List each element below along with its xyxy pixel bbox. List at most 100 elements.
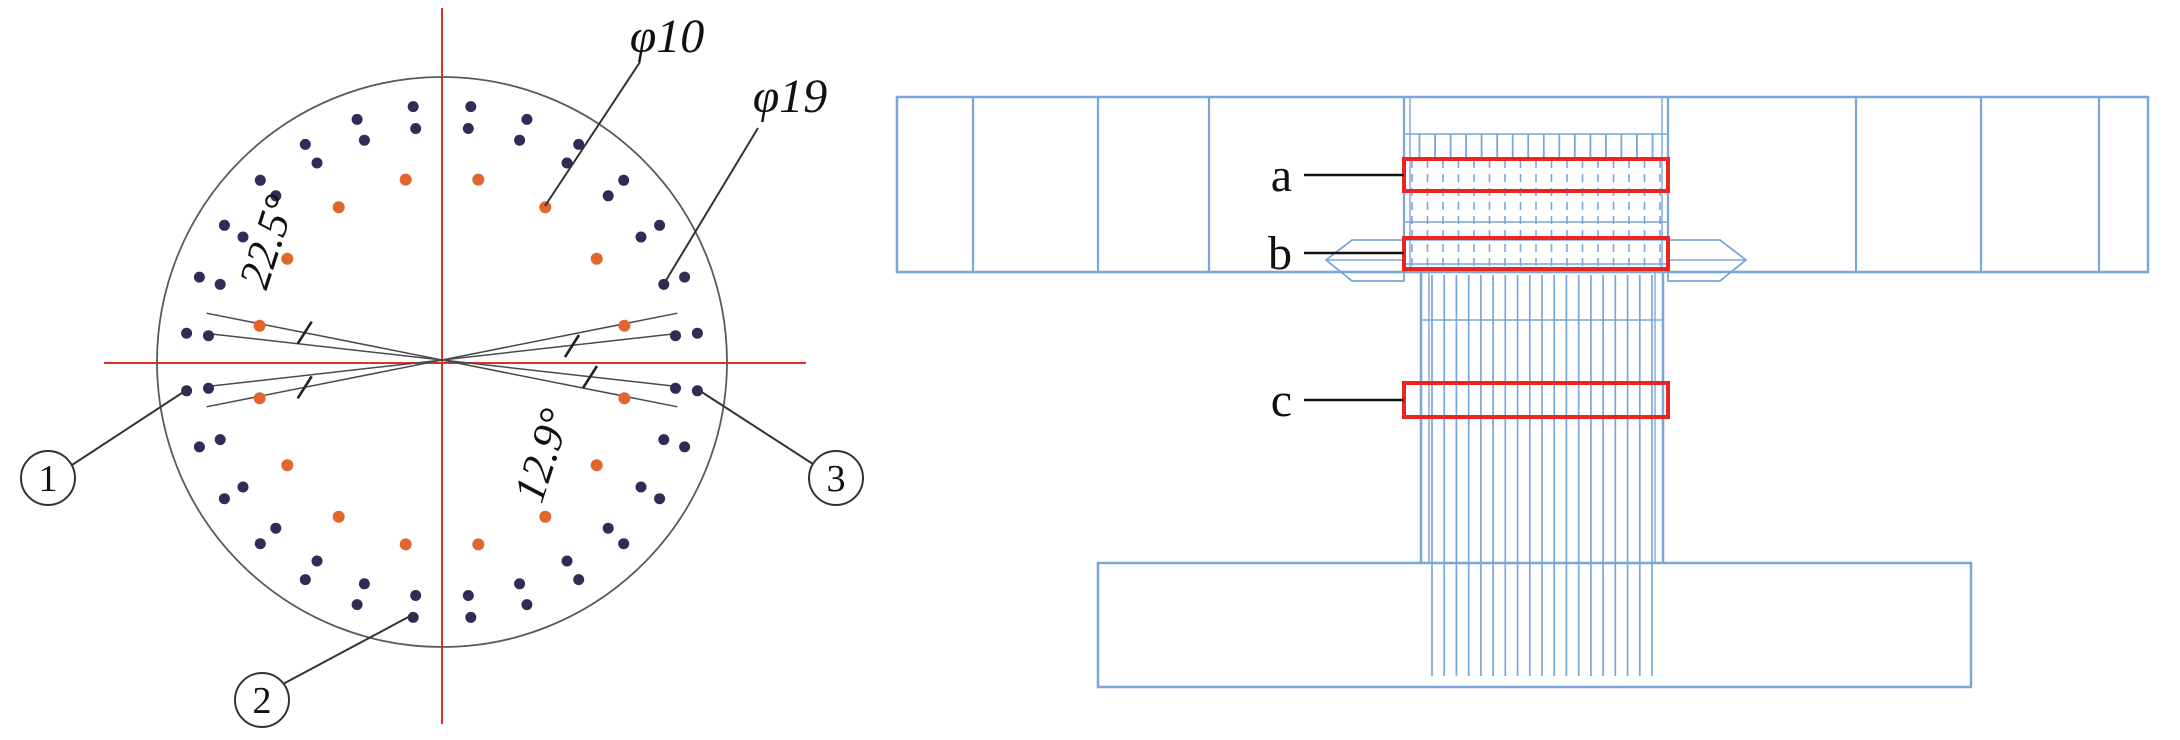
stud-dot bbox=[311, 157, 323, 169]
left-wing-bracket bbox=[1324, 239, 1405, 282]
stud-dot bbox=[299, 574, 311, 586]
anchor-bolt-dot bbox=[590, 459, 603, 472]
stud-dot bbox=[654, 219, 666, 231]
stud-dot bbox=[193, 271, 205, 283]
phi19-label: φ19 bbox=[753, 70, 828, 123]
stud-dot bbox=[218, 493, 230, 505]
stud-dot bbox=[181, 327, 193, 339]
stud-dot bbox=[203, 382, 214, 394]
anchor-bolt-dot bbox=[618, 319, 631, 332]
section-outline-circle bbox=[156, 76, 728, 648]
stud-dot bbox=[561, 555, 573, 567]
angle-ray-4 bbox=[203, 332, 681, 388]
label-c: c bbox=[1271, 374, 1292, 427]
outer-ring-dots bbox=[181, 101, 703, 623]
right-wing-bracket bbox=[1667, 239, 1748, 282]
stud-dot bbox=[311, 555, 323, 567]
stud-dot bbox=[602, 190, 614, 202]
stud-dot bbox=[237, 231, 249, 243]
segment-dashed-rebar bbox=[1411, 160, 1661, 268]
stud-dot bbox=[658, 278, 670, 290]
anchor-bolt-dot bbox=[618, 392, 631, 405]
stud-dot bbox=[462, 123, 474, 134]
stud-dot bbox=[237, 481, 249, 493]
stud-dot bbox=[407, 611, 419, 623]
inner-ring-dots bbox=[253, 173, 631, 551]
stud-dot bbox=[573, 138, 585, 150]
stud-dot bbox=[602, 522, 614, 534]
anchor-bolt-dot bbox=[332, 201, 345, 214]
stud-dot bbox=[351, 599, 363, 611]
stud-dot bbox=[635, 481, 647, 493]
box-girder-outline bbox=[895, 95, 2150, 274]
stud-dot bbox=[254, 538, 266, 550]
stud-dot bbox=[521, 113, 533, 125]
angle-22-5-label: 22.5° bbox=[229, 189, 305, 294]
callout2-leader bbox=[282, 613, 415, 685]
stud-dot bbox=[358, 134, 370, 146]
stud-dot bbox=[465, 611, 477, 623]
stud-dot bbox=[218, 219, 230, 231]
stud-dot bbox=[679, 271, 691, 283]
segment-tick-band bbox=[1418, 134, 1654, 158]
phi10-label: φ10 bbox=[630, 10, 705, 63]
callout-2-number: 2 bbox=[253, 680, 272, 722]
stud-dot bbox=[358, 578, 370, 590]
anchor-bolt-dot bbox=[253, 319, 266, 332]
anchor-bolt-dot bbox=[253, 392, 266, 405]
stud-dot bbox=[462, 590, 474, 601]
stud-dot bbox=[618, 538, 630, 550]
dimension-tick bbox=[563, 334, 581, 358]
callout-circle bbox=[234, 672, 290, 728]
callout-1-number: 1 bbox=[39, 458, 58, 500]
callout-circle bbox=[20, 450, 76, 506]
dimension-tick bbox=[581, 365, 599, 389]
anchor-bolt-dot bbox=[472, 538, 485, 551]
callout-1: 1 bbox=[20, 450, 76, 506]
stud-dot bbox=[193, 441, 205, 453]
label-a: a bbox=[1271, 149, 1292, 202]
anchor-bolt-dot bbox=[539, 510, 552, 523]
callout-2: 2 bbox=[234, 672, 290, 728]
elevation-view: a b c bbox=[895, 95, 2150, 689]
stud-dot bbox=[351, 113, 363, 125]
stud-dot bbox=[203, 330, 214, 342]
stud-dot bbox=[214, 434, 226, 446]
phi19-leader bbox=[664, 127, 759, 283]
anchor-bolt-dot bbox=[281, 459, 294, 472]
anchor-bolt-dot bbox=[399, 173, 412, 186]
anchor-bolt-dot bbox=[399, 538, 412, 551]
callout1-leader bbox=[71, 388, 189, 466]
stud-dot bbox=[270, 522, 282, 534]
stud-dot bbox=[691, 385, 703, 397]
stud-dot bbox=[270, 190, 282, 202]
stud-dot bbox=[670, 330, 681, 342]
anchor-bolt-dot bbox=[472, 173, 485, 186]
stud-dot bbox=[635, 231, 647, 243]
stud-dot bbox=[691, 327, 703, 339]
stud-dot bbox=[654, 493, 666, 505]
callout3-leader bbox=[696, 388, 814, 465]
stud-dot bbox=[514, 578, 526, 590]
phi10-leader bbox=[544, 61, 641, 207]
anchor-bolt-dot bbox=[590, 252, 603, 265]
callout-circle bbox=[808, 450, 864, 506]
stud-dot bbox=[410, 590, 422, 601]
callout-3-number: 3 bbox=[827, 458, 846, 500]
column-rebar-lines bbox=[1431, 275, 1653, 676]
label-b: b bbox=[1268, 227, 1292, 280]
stud-dot bbox=[521, 599, 533, 611]
stud-dot bbox=[254, 174, 266, 186]
stud-dot bbox=[618, 174, 630, 186]
callout-3: 3 bbox=[808, 450, 864, 506]
stud-dot bbox=[573, 574, 585, 586]
stud-dot bbox=[407, 101, 419, 113]
dimension-tick bbox=[296, 375, 313, 399]
anchor-bolt-dot bbox=[332, 510, 345, 523]
cross-section-view: φ10 φ19 22.5° 12.9° 1 2 3 bbox=[20, 8, 864, 728]
stud-dot bbox=[299, 138, 311, 150]
angle-12-9-label: 12.9° bbox=[504, 403, 580, 508]
stud-dot bbox=[410, 123, 422, 134]
